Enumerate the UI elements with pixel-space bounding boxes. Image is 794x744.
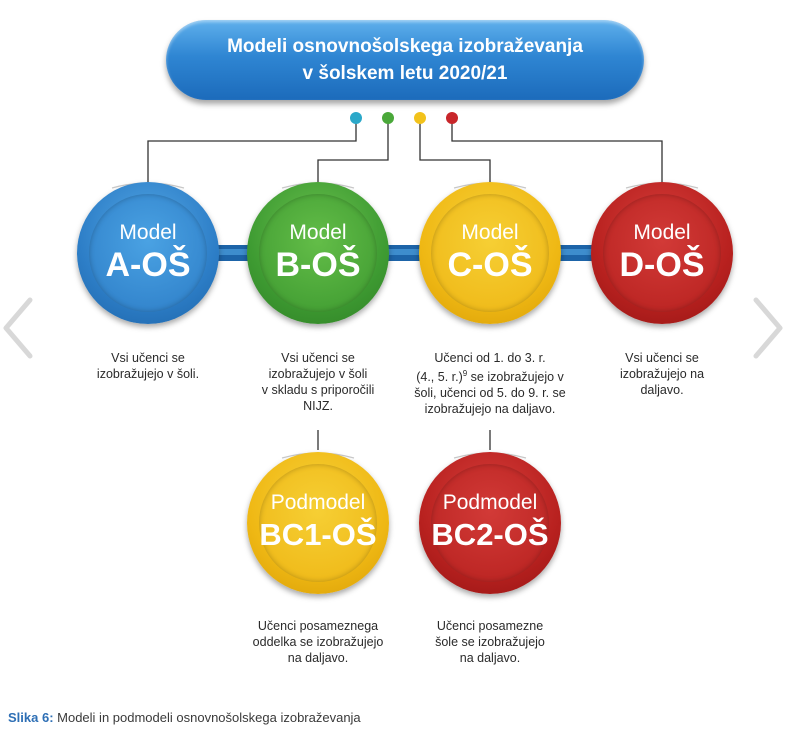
submodel-bc1-description: Učenci posameznega oddelka se izobražuje… (252, 619, 384, 665)
model-c-code: C-OŠ (447, 246, 533, 284)
model-b-prefix: Model (289, 221, 347, 244)
submodel-bc2-description: Učenci posamezne šole se izobražujejo na… (435, 619, 545, 665)
connector-b (317, 119, 389, 182)
model-b-code: B-OŠ (275, 246, 361, 284)
submodel-bc2-circle: Podmodel BC2-OŠ (419, 452, 561, 594)
connector-d (451, 119, 663, 182)
model-c-circle: Model C-OŠ (419, 182, 561, 324)
chevron-right-icon[interactable] (746, 296, 786, 360)
model-c-description: Učenci od 1. do 3. r. (4., 5. r.)9 se iz… (414, 351, 566, 417)
model-a-description: Vsi učenci se izobražujejo v šoli. (96, 351, 200, 381)
connector-a (147, 119, 357, 182)
dot-blue (350, 112, 362, 124)
model-d-description: Vsi učenci se izobražujejo na daljavo. (619, 351, 705, 397)
connector-c (419, 119, 491, 182)
submodel-bc1-code: BC1-OŠ (259, 517, 377, 552)
model-a-prefix: Model (119, 221, 177, 244)
figure-caption: Slika 6: Modeli in podmodeli osnovnošols… (8, 710, 361, 725)
model-b-description: Vsi učenci se izobražujejo v šoli v skla… (261, 351, 375, 413)
model-d-prefix: Model (633, 221, 691, 244)
model-a-circle: Model A-OŠ (77, 182, 219, 324)
title-line-1: Modeli osnovnošolskega izobraževanja (227, 36, 583, 57)
dot-red (446, 112, 458, 124)
model-c-prefix: Model (461, 221, 519, 244)
dot-green (382, 112, 394, 124)
caption-text: Modeli in podmodeli osnovnošolskega izob… (53, 710, 361, 725)
submodel-bc2-prefix: Podmodel (442, 491, 538, 514)
submodel-bc2-code: BC2-OŠ (431, 517, 549, 552)
diagram-title: Modeli osnovnošolskega izobraževanja v š… (166, 20, 644, 100)
caption-label: Slika 6: (8, 710, 54, 725)
model-d-code: D-OŠ (619, 246, 705, 284)
model-a-code: A-OŠ (105, 246, 191, 284)
submodel-bc1-circle: Podmodel BC1-OŠ (247, 452, 389, 594)
model-d-circle: Model D-OŠ (591, 182, 733, 324)
title-line-2: v šolskem letu 2020/21 (302, 63, 508, 84)
dot-yellow (414, 112, 426, 124)
model-b-circle: Model B-OŠ (247, 182, 389, 324)
submodel-bc1-prefix: Podmodel (270, 491, 366, 514)
chevron-left-icon[interactable] (0, 296, 40, 360)
